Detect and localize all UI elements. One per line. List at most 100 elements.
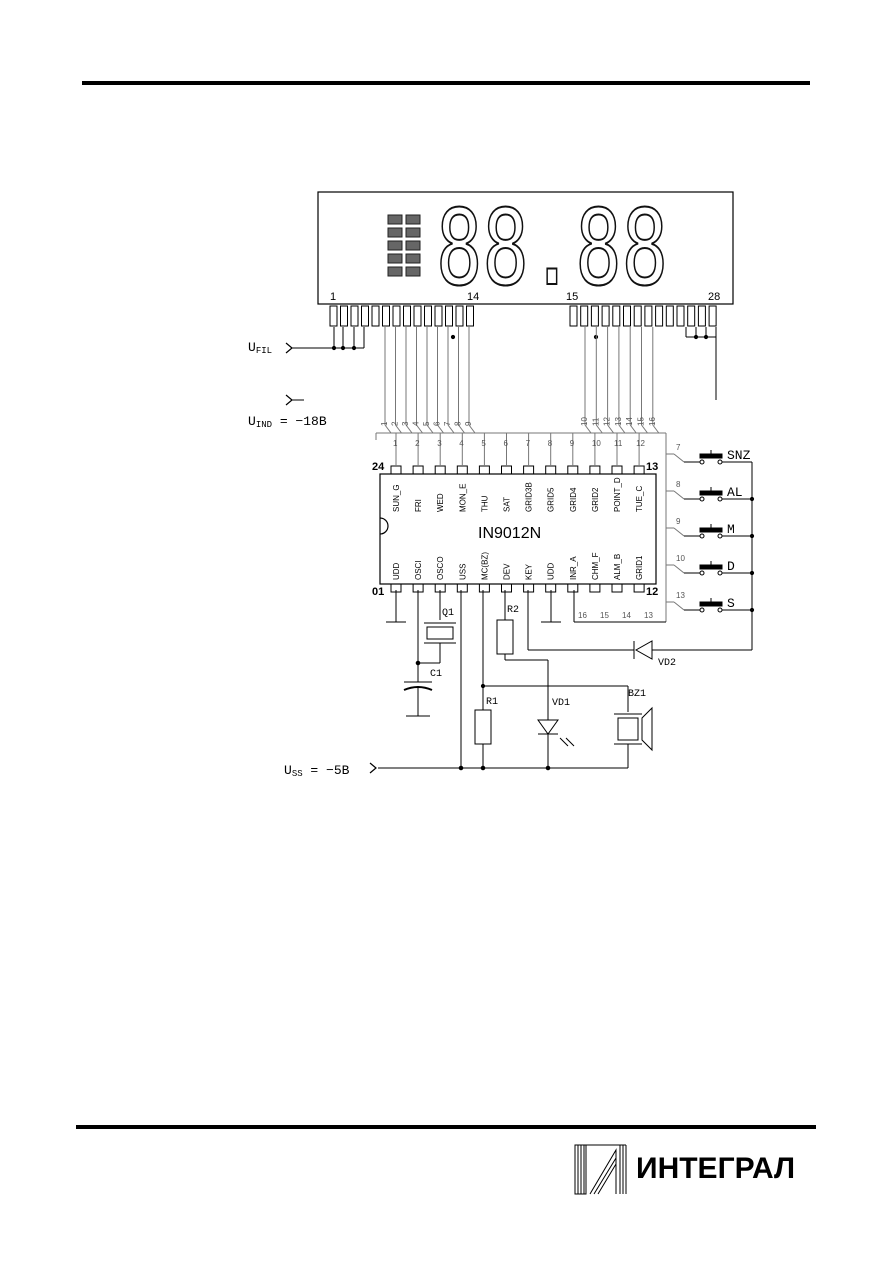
display-pin <box>612 305 621 327</box>
integral-logo-mark <box>574 1144 627 1195</box>
button-wire <box>673 527 685 537</box>
bus-wire <box>426 424 434 434</box>
ic-pin-label: SUN_G <box>392 484 401 512</box>
display-pin <box>601 305 610 327</box>
display-pin-28-label: 28 <box>708 291 720 303</box>
ic-pin-label: DEV <box>503 563 512 580</box>
ic-pin-label: SAT <box>503 497 512 512</box>
ic-pin-label: INR_A <box>569 556 578 580</box>
ic-pin <box>633 465 645 475</box>
display-pin-14-label: 14 <box>467 291 479 303</box>
ic-net-number: 16 <box>578 611 587 620</box>
ic-pin <box>412 465 424 475</box>
bus-wire <box>405 424 413 434</box>
button-label: M <box>727 522 735 537</box>
bus-number: 11 <box>591 417 600 426</box>
button-label: SNZ <box>727 448 751 463</box>
bus-number: 10 <box>580 417 589 426</box>
ic-net-number: 3 <box>437 439 442 448</box>
display-pin <box>340 305 348 327</box>
ic-pin <box>390 465 402 475</box>
display-pin <box>424 305 432 327</box>
indicator-block <box>387 266 403 277</box>
ic-corner-01: 01 <box>372 586 384 598</box>
display-pin <box>569 305 578 327</box>
ic-net-number: 2 <box>415 439 420 448</box>
display-pin-15-label: 15 <box>566 291 578 303</box>
display-pin <box>623 305 631 327</box>
ic-net-number: 15 <box>600 611 609 620</box>
ic-net-number: 5 <box>481 439 486 448</box>
top-rule <box>82 81 810 85</box>
display-pin <box>655 305 664 327</box>
ic-pin-label: THU <box>480 495 489 512</box>
button-contact <box>699 459 705 465</box>
ic-body <box>379 473 657 585</box>
c1-label: C1 <box>430 669 442 680</box>
display-pin <box>665 305 674 327</box>
ic-pin <box>567 583 579 593</box>
ic-net-number: 14 <box>622 611 631 620</box>
indicator-block <box>387 240 403 251</box>
button-net-number: 7 <box>676 443 681 452</box>
integral-logo-text: ИНТЕГРАЛ <box>636 1152 796 1185</box>
button-net-number: 9 <box>676 517 681 526</box>
bus-number: 15 <box>637 417 646 426</box>
button-net-number: 13 <box>676 591 685 600</box>
display-pin <box>361 305 369 327</box>
button-wire <box>673 601 685 611</box>
display-pin <box>403 305 411 327</box>
vd2-label: VD2 <box>658 658 676 669</box>
indicator-block <box>405 253 421 264</box>
bus-wire <box>416 424 423 434</box>
button-contact <box>717 496 723 502</box>
ic-net-number: 8 <box>548 439 553 448</box>
ic-net-number: 13 <box>644 611 653 620</box>
ic-pin-label: GRID5 <box>547 487 556 512</box>
bus-number: 9 <box>464 421 473 426</box>
ic-pin-label: UDD <box>392 562 401 580</box>
bus-number: 1 <box>380 421 389 426</box>
ic-net-number: 9 <box>570 439 575 448</box>
ic-pin-label: CHM_F <box>591 552 600 580</box>
ic-pin-label: TUE_C <box>635 486 644 512</box>
button-contact <box>717 459 723 465</box>
display-module <box>317 191 734 305</box>
ic-pin <box>456 465 468 475</box>
button-net-number: 8 <box>676 480 681 489</box>
ic-pin-label: MON_E <box>458 484 467 512</box>
uind-label: UIND = −18В <box>248 414 327 430</box>
ic-pin-label: UDD <box>547 562 556 580</box>
bus-number: 8 <box>454 421 463 426</box>
ic-net-number: 10 <box>592 439 601 448</box>
ic-pin-label: GRID3B <box>525 482 534 512</box>
bus-wires <box>384 327 660 434</box>
ic-pin-label: KEY <box>525 563 534 580</box>
ic-pin <box>633 583 645 593</box>
indicator-grid <box>387 214 421 277</box>
bus-wire <box>437 424 444 434</box>
ic-net-number: 4 <box>459 439 464 448</box>
display-pin <box>697 305 706 327</box>
display-pin <box>590 305 599 327</box>
display-pin <box>687 305 696 327</box>
button-contact <box>699 607 705 613</box>
bus-wire <box>629 424 637 434</box>
ic-pin <box>478 583 490 593</box>
button-wire <box>673 564 685 574</box>
bus-number: 4 <box>412 421 421 426</box>
bus-wire <box>618 424 626 434</box>
bus-wire <box>458 424 465 434</box>
ic-pin-label: ALM_B <box>613 554 622 580</box>
bus-number: 13 <box>614 417 623 426</box>
bus-wire <box>447 424 455 434</box>
display-digits: 88.88 <box>436 187 668 309</box>
button-contact <box>699 533 705 539</box>
ic-pin <box>611 465 623 475</box>
display-pin <box>445 305 453 327</box>
ic-net-number: 11 <box>614 439 623 448</box>
uss-label: USS = −5В <box>284 763 350 779</box>
ic-pin <box>611 583 623 593</box>
